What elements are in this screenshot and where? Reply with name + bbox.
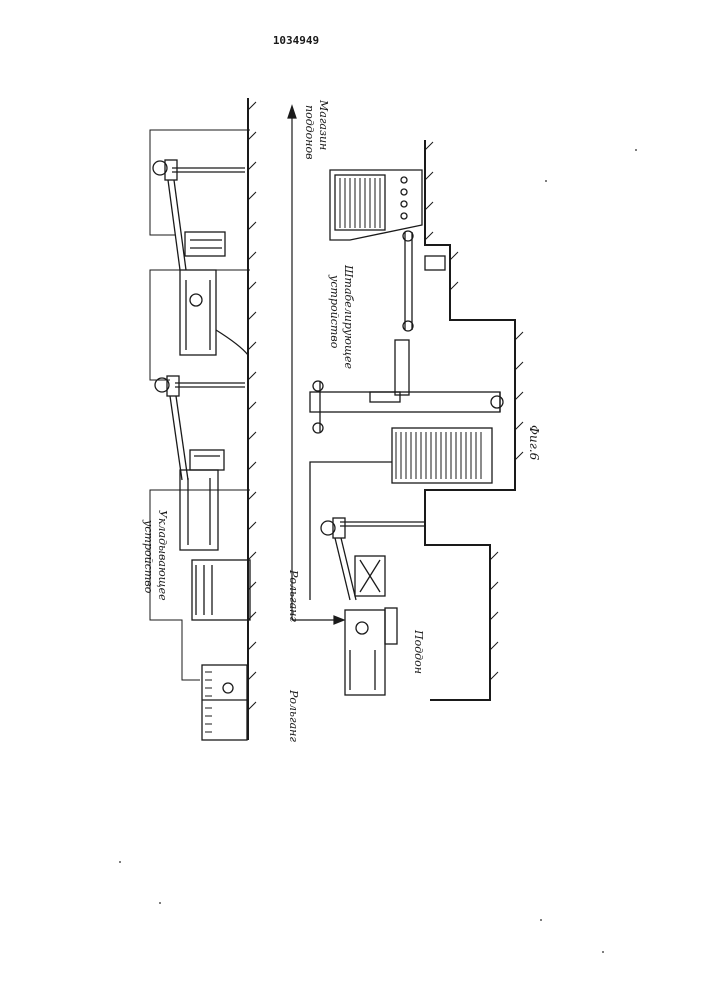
label-laying-device-2: устройство: [142, 519, 155, 594]
label-stacking-device-2: устройство: [328, 274, 341, 349]
label-rolgang-lower: Рольганг: [287, 689, 300, 742]
upper-rolgang-conveyor: [202, 665, 247, 740]
upper-mechanism-1: [153, 160, 248, 355]
label-stacking-device: Штабелирующее: [342, 264, 355, 369]
figure-label: Фиг.6: [527, 425, 541, 461]
label-rolgang-upper: Рольганг: [287, 569, 300, 622]
stacking-device: [310, 340, 503, 600]
lower-mechanism: [321, 518, 425, 695]
label-pallet-magazine: Магазин: [317, 99, 330, 150]
label-pallet-magazine-2: поддонов: [303, 105, 316, 160]
label-pallet: Поддон: [412, 629, 425, 674]
pit-contour: [425, 140, 523, 700]
patent-number: 1034949: [273, 34, 319, 47]
upper-floor-line: [248, 98, 256, 740]
label-laying-device: Укладывающее: [156, 510, 169, 601]
